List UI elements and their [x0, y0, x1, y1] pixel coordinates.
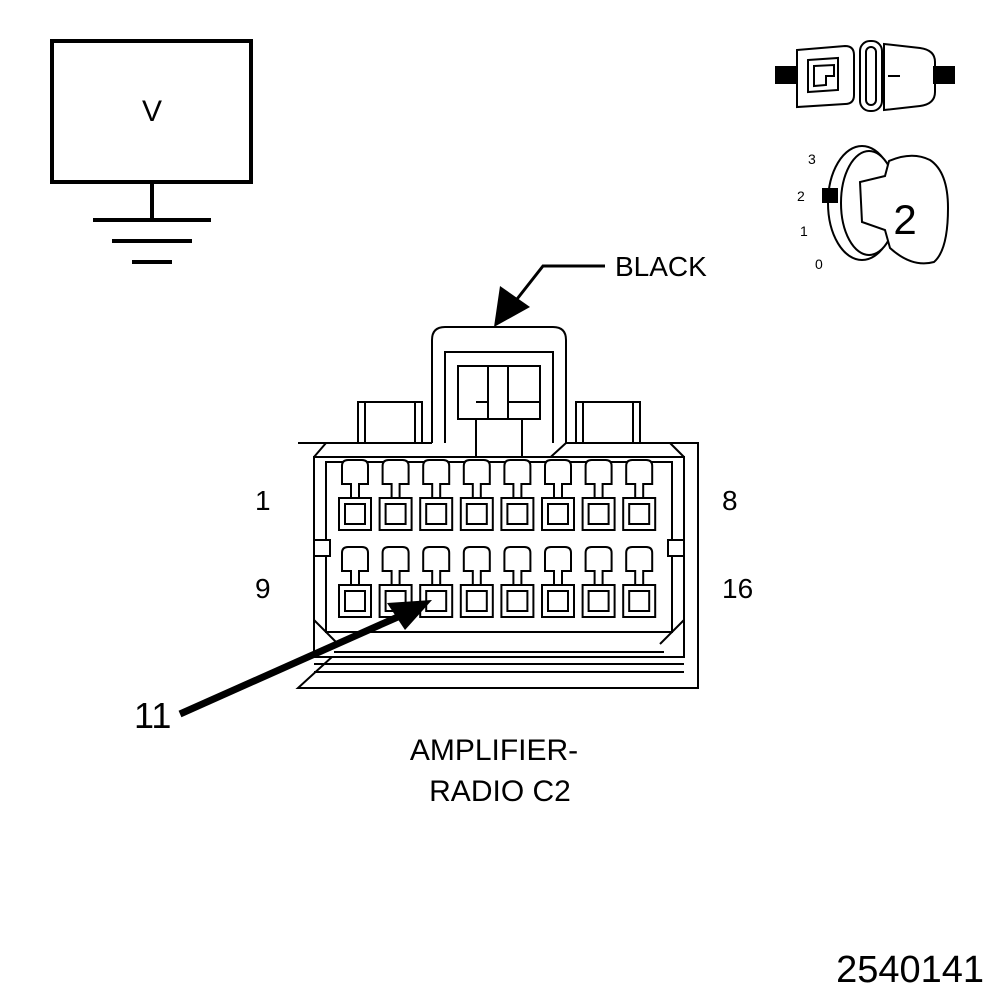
- disconnect-connector-icon: [775, 40, 955, 112]
- key-head: [858, 154, 950, 265]
- pin-cavity-8: [622, 459, 657, 531]
- ignition-position-3: 3: [808, 151, 816, 167]
- pin-cavity-12: [459, 546, 494, 618]
- voltmeter-box: [50, 39, 253, 184]
- connector-name-line1: AMPLIFIER-: [410, 734, 578, 767]
- ignition-position-marker: [822, 188, 838, 203]
- pin-cavity-15: [581, 546, 616, 618]
- pin-label-16: 16: [722, 573, 753, 604]
- connector-color-label: BLACK: [615, 251, 707, 282]
- pin-cavity-6: [541, 459, 575, 531]
- color-callout: BLACK: [494, 251, 707, 327]
- pin-label-9: 9: [255, 573, 271, 604]
- pin-cavity-9: [338, 546, 372, 618]
- voltmeter-label: V: [142, 95, 162, 128]
- highlighted-pin-label: 11: [134, 695, 171, 736]
- pin-cavity-grid: [338, 459, 657, 618]
- voltmeter-symbol: V: [50, 39, 253, 264]
- pin-cavity-3: [419, 459, 454, 531]
- connector-name-line2: RADIO C2: [429, 775, 571, 808]
- pin-label-1: 1: [255, 485, 271, 516]
- pin-cavity-13: [500, 546, 535, 618]
- color-callout-arrowhead: [494, 286, 530, 327]
- ground-icon: [93, 218, 211, 264]
- pin-cavity-16: [622, 546, 657, 618]
- pin-cavity-4: [459, 459, 494, 531]
- ignition-key-icon: 3 2 1 0 2: [797, 145, 950, 272]
- ignition-position-1: 1: [800, 223, 808, 239]
- ignition-position-0: 0: [815, 256, 823, 272]
- ignition-selected-position: 2: [893, 196, 916, 243]
- pin-cavity-2: [378, 459, 413, 531]
- pin-cavity-1: [338, 459, 372, 531]
- pin-cavity-5: [500, 459, 535, 531]
- highlighted-pin-callout: 11: [134, 600, 432, 736]
- ignition-position-2: 2: [797, 188, 805, 204]
- pin-cavity-7: [581, 459, 616, 531]
- pin-label-8: 8: [722, 485, 738, 516]
- figure-id: 2540141: [836, 949, 984, 991]
- pin-cavity-14: [541, 546, 575, 618]
- pin-callout-arrowhead: [387, 600, 432, 630]
